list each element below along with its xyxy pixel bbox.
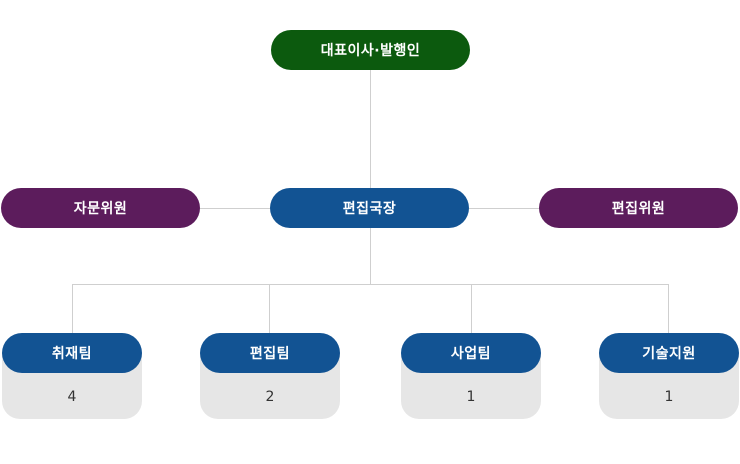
team-count: 1 [664,389,674,405]
team-tech-support: 1 기술지원 [599,333,739,419]
connector-team-1 [72,284,73,334]
editor-in-chief-node: 편집국장 [270,188,469,228]
team-pill: 기술지원 [599,333,739,373]
team-label: 편집팀 [249,346,291,362]
connector-chief-right [469,208,539,209]
editor-in-chief-label: 편집국장 [342,201,397,217]
team-pill: 취재팀 [2,333,142,373]
editorial-committee-label: 편집위원 [611,201,666,217]
team-reporting: 4 취재팀 [2,333,142,419]
team-count: 2 [265,389,275,405]
ceo-publisher-label: 대표이사·발행인 [320,43,421,59]
team-label: 사업팀 [450,346,492,362]
connector-root-to-chief [370,69,371,189]
team-label: 기술지원 [642,346,696,362]
team-label: 취재팀 [51,346,93,362]
editorial-committee-node: 편집위원 [539,188,738,228]
team-pill: 편집팀 [200,333,340,373]
team-business: 1 사업팀 [401,333,541,419]
team-pill: 사업팀 [401,333,541,373]
team-editing: 2 편집팀 [200,333,340,419]
team-count: 4 [67,389,77,405]
connector-teams-bar [72,284,669,285]
team-count: 1 [466,389,476,405]
connector-team-3 [471,284,472,334]
connector-team-4 [668,284,669,334]
advisory-committee-node: 자문위원 [1,188,200,228]
connector-chief-down [370,227,371,284]
connector-chief-left [200,208,270,209]
connector-team-2 [269,284,270,334]
advisory-committee-label: 자문위원 [73,201,128,217]
ceo-publisher-node: 대표이사·발행인 [271,30,470,70]
